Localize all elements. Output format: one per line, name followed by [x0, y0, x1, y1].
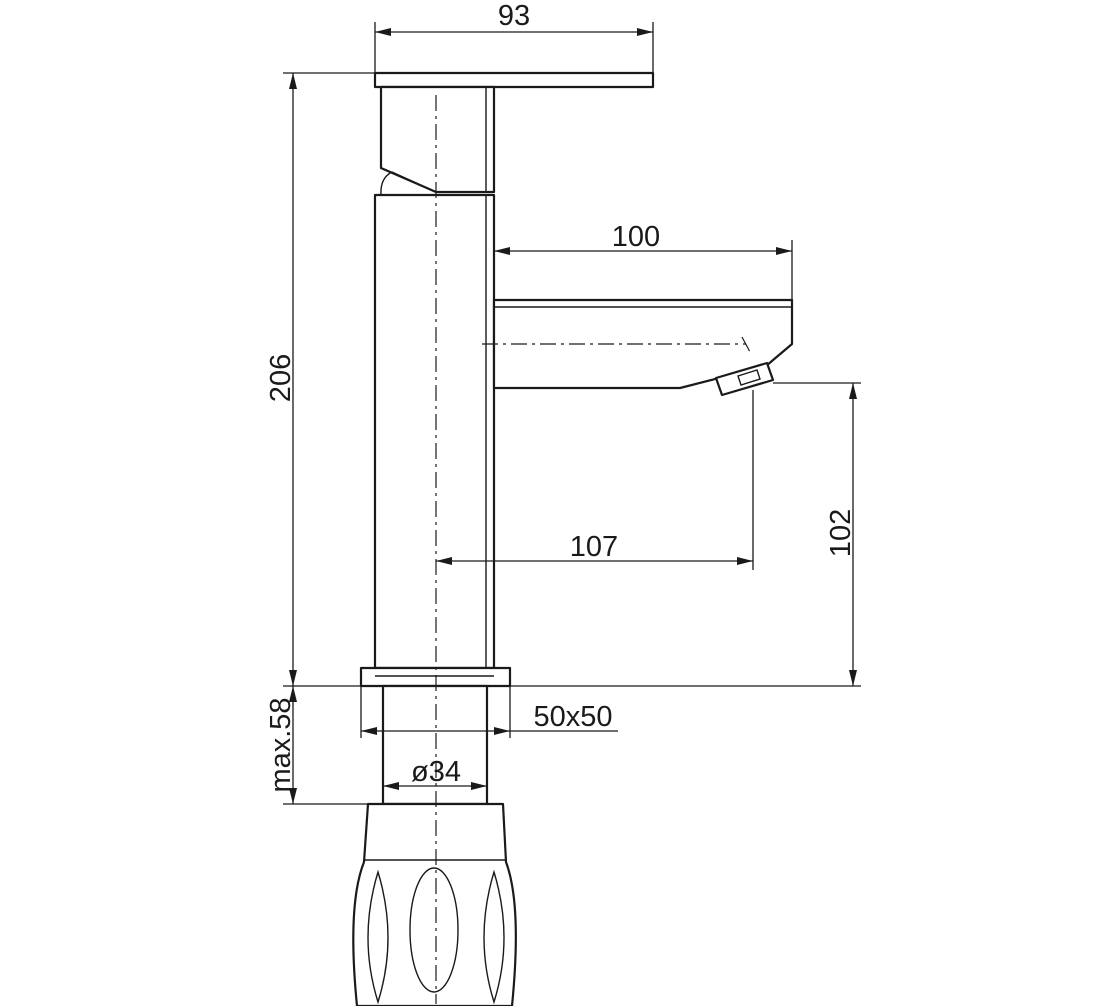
dimension-base-size-label: 50x50 — [533, 701, 612, 733]
handle-lever — [373, 71, 655, 89]
handle-transition — [380, 171, 437, 196]
dimension-shank-diameter-label: ø34 — [411, 756, 461, 788]
aerator-slot — [737, 369, 761, 386]
dimension-spout-length: 100 — [494, 221, 793, 300]
nut-groove-center — [409, 867, 459, 993]
dimension-spout-height: 102 — [773, 382, 861, 686]
dimension-base-size: 50x50 — [360, 686, 618, 738]
dimension-total-height-label: 206 — [265, 354, 297, 402]
main-column — [373, 193, 496, 670]
nut-groove-right — [483, 869, 505, 1005]
aerator-axis — [741, 336, 751, 353]
aerator — [714, 361, 775, 397]
dimension-handle-length: 93 — [374, 0, 654, 73]
dimension-total-height: 206 — [265, 72, 375, 686]
faucet-body — [352, 71, 794, 1006]
nut-groove-left — [367, 869, 389, 1005]
dimension-max-mounting: max.58 — [265, 686, 368, 805]
mounting-shank — [381, 684, 489, 806]
dimension-spout-height-label: 102 — [825, 509, 857, 557]
center-lines — [435, 95, 751, 1004]
dimension-spout-reach-label: 107 — [570, 531, 618, 563]
dimension-shank-diameter: ø34 — [383, 756, 487, 790]
handle-block — [379, 85, 496, 194]
dimension-handle-length-label: 93 — [498, 0, 530, 32]
dimension-max-mounting-label: max.58 — [265, 697, 297, 792]
dimension-spout-length-label: 100 — [612, 221, 660, 253]
mounting-nut — [352, 802, 517, 1006]
dimension-spout-reach: 107 — [436, 390, 754, 570]
